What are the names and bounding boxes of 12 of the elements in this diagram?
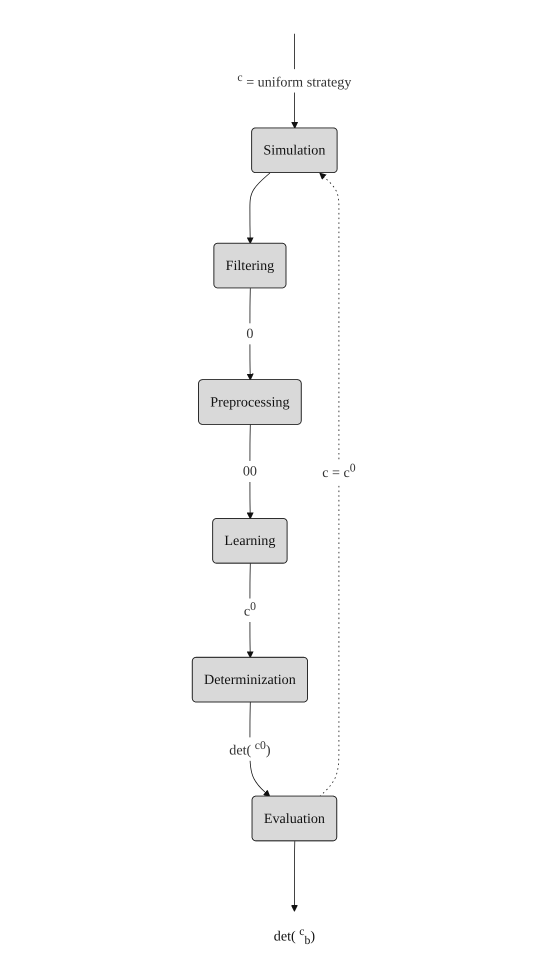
- edge-label: 00: [242, 463, 258, 479]
- edge-label: c = c$^{0}$: [322, 462, 356, 480]
- edge-label: det( $^{c}$$^{0}$): [229, 740, 271, 758]
- edge-label: c$^{0}$: [244, 600, 256, 619]
- edge-label: 0: [246, 326, 254, 342]
- arrow: [246, 172, 270, 244]
- arrow: [246, 563, 254, 658]
- arrow: [246, 424, 254, 520]
- arrow: [246, 288, 254, 380]
- node-text: det( $^{c}$$_{b}$): [274, 926, 316, 948]
- edge-label: $^{c}$ = uniform strategy: [237, 71, 352, 90]
- arrow: [291, 840, 298, 912]
